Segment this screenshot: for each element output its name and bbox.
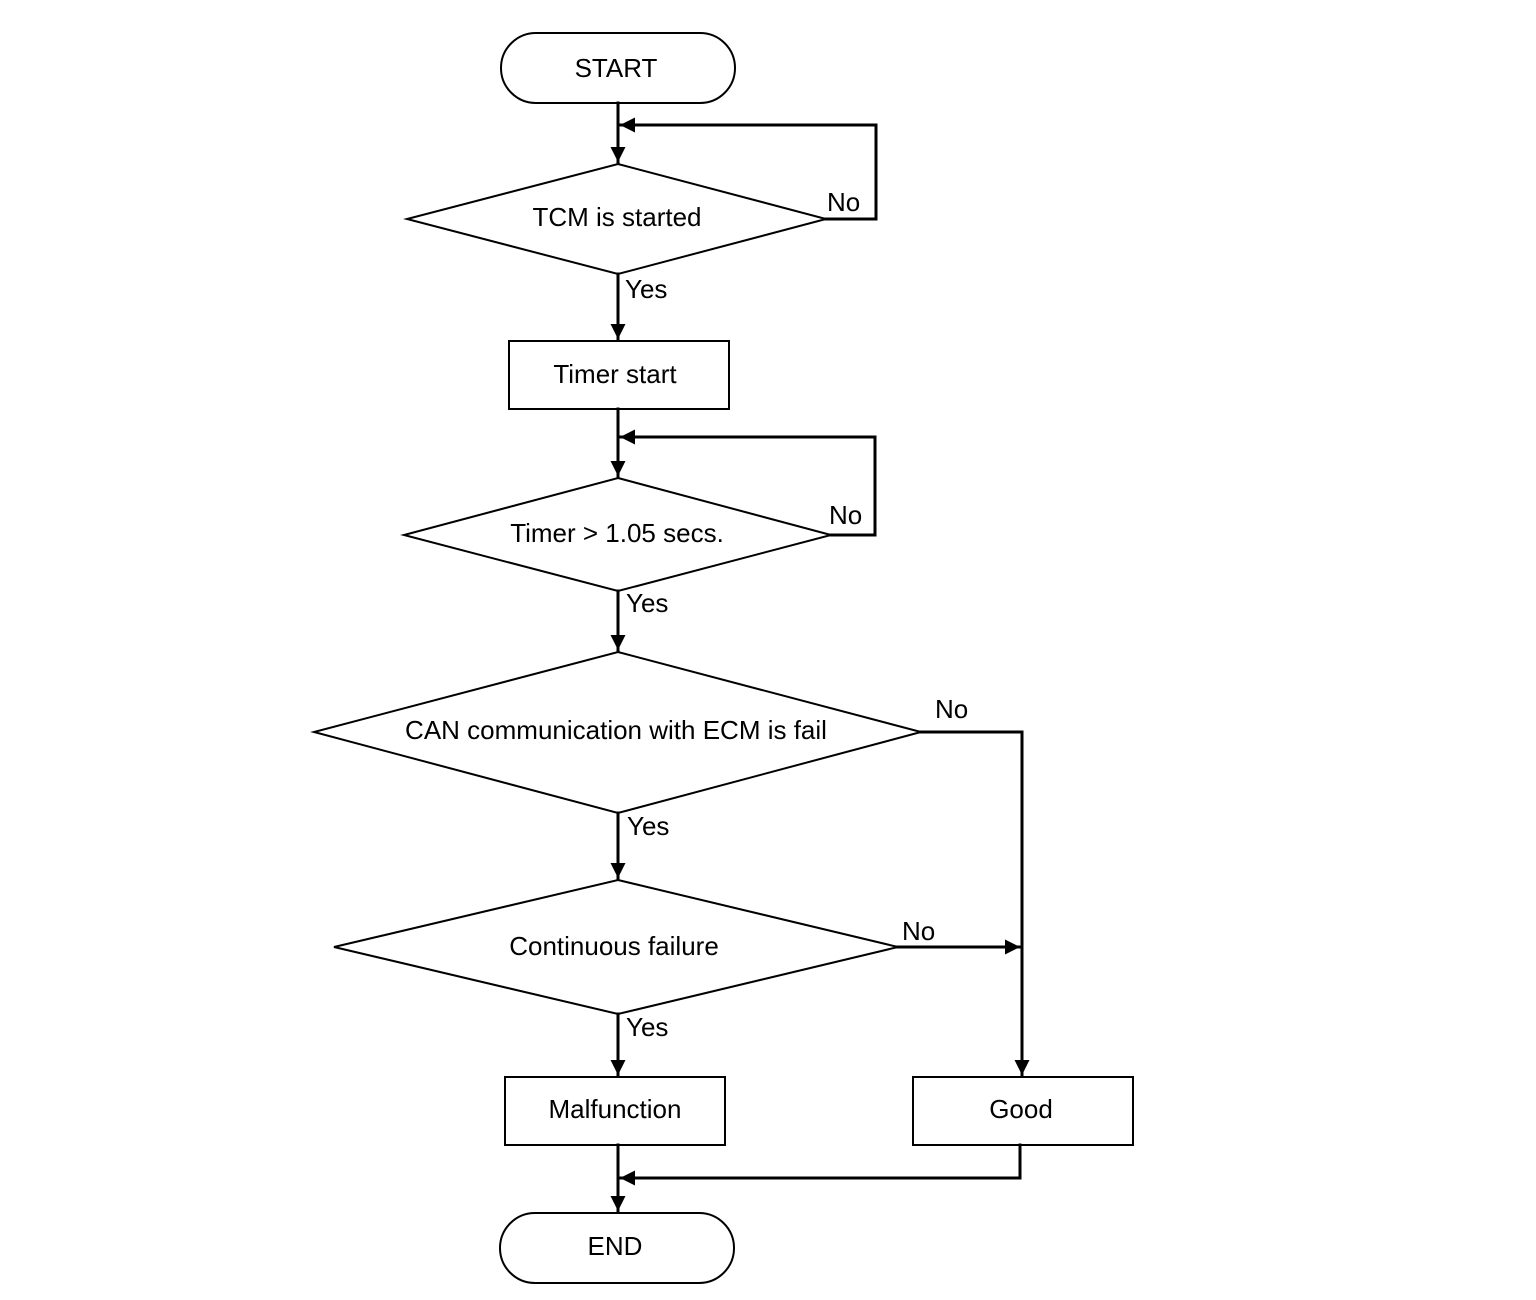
- decision-continuous-failure: Continuous failure: [333, 878, 899, 1016]
- decision-can-fail: CAN communication with ECM is fail: [310, 650, 925, 815]
- process-good-shape: [912, 1076, 1134, 1146]
- edge-label-timer-yes: Yes: [626, 588, 668, 618]
- decision-continuous-label: Continuous failure: [509, 931, 719, 961]
- start-terminal: START: [500, 32, 736, 104]
- end-shape: [499, 1212, 735, 1284]
- end-terminal: END: [499, 1212, 735, 1284]
- edge-label-continuous-yes: Yes: [626, 1012, 668, 1042]
- decision-tcm-label: TCM is started: [532, 202, 701, 232]
- decision-timer-label: Timer > 1.05 secs.: [510, 518, 724, 548]
- process-timer-start-label: Timer start: [553, 359, 677, 389]
- process-malfunction-shape: [504, 1076, 726, 1146]
- decision-tcm-started: TCM is started: [403, 162, 830, 276]
- start-label: START: [575, 53, 658, 83]
- edge-label-can-no: No: [935, 694, 968, 724]
- edge-label-timer-no: No: [829, 500, 862, 530]
- edge-label-tcm-no: No: [827, 187, 860, 217]
- process-timer-start: Timer start: [508, 340, 730, 410]
- process-timer-start-shape: [508, 340, 730, 410]
- connector-tcm-no-loop: [618, 117, 878, 221]
- process-malfunction-label: Malfunction: [549, 1094, 682, 1124]
- connector-can-no-to-good: [919, 730, 1030, 1077]
- process-good-label: Good: [989, 1094, 1053, 1124]
- connector-good-to-end: [618, 1143, 1022, 1186]
- decision-timer-check: Timer > 1.05 secs.: [400, 476, 835, 593]
- decision-can-label: CAN communication with ECM is fail: [405, 715, 827, 745]
- edge-label-continuous-no: No: [902, 916, 935, 946]
- end-label: END: [588, 1231, 643, 1261]
- edge-label-can-yes: Yes: [627, 811, 669, 841]
- connector-timer-no-loop: [618, 429, 877, 537]
- process-malfunction: Malfunction: [504, 1076, 726, 1146]
- process-good: Good: [912, 1076, 1134, 1146]
- edge-label-tcm-yes: Yes: [625, 274, 667, 304]
